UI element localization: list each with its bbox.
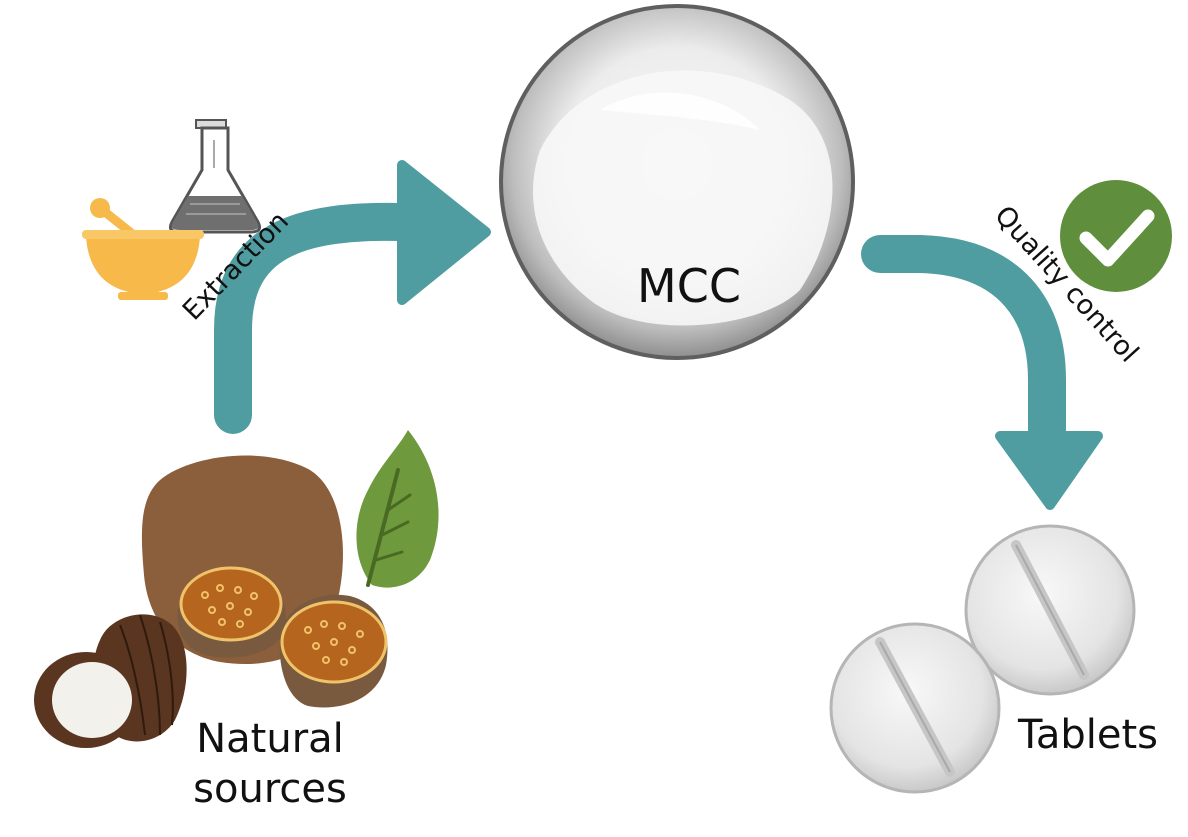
mcc-label: MCC xyxy=(637,259,741,313)
mortar-pestle-icon xyxy=(82,198,204,300)
check-circle-icon xyxy=(1060,180,1172,292)
fruit-halves-icon xyxy=(177,566,388,708)
leaf-icon xyxy=(356,430,439,588)
tablet-icon xyxy=(829,524,1136,794)
quality-control-arrow xyxy=(861,235,1103,510)
natural-sources-label-line1: Natural xyxy=(196,716,344,762)
natural-sources-label-line2: sources xyxy=(193,766,347,812)
extraction-arrow xyxy=(214,160,491,434)
tablets-label: Tablets xyxy=(1017,712,1158,758)
mcc-powder-image: MCC xyxy=(499,4,855,360)
coconut-icon xyxy=(34,614,187,748)
flask-icon xyxy=(168,119,262,234)
